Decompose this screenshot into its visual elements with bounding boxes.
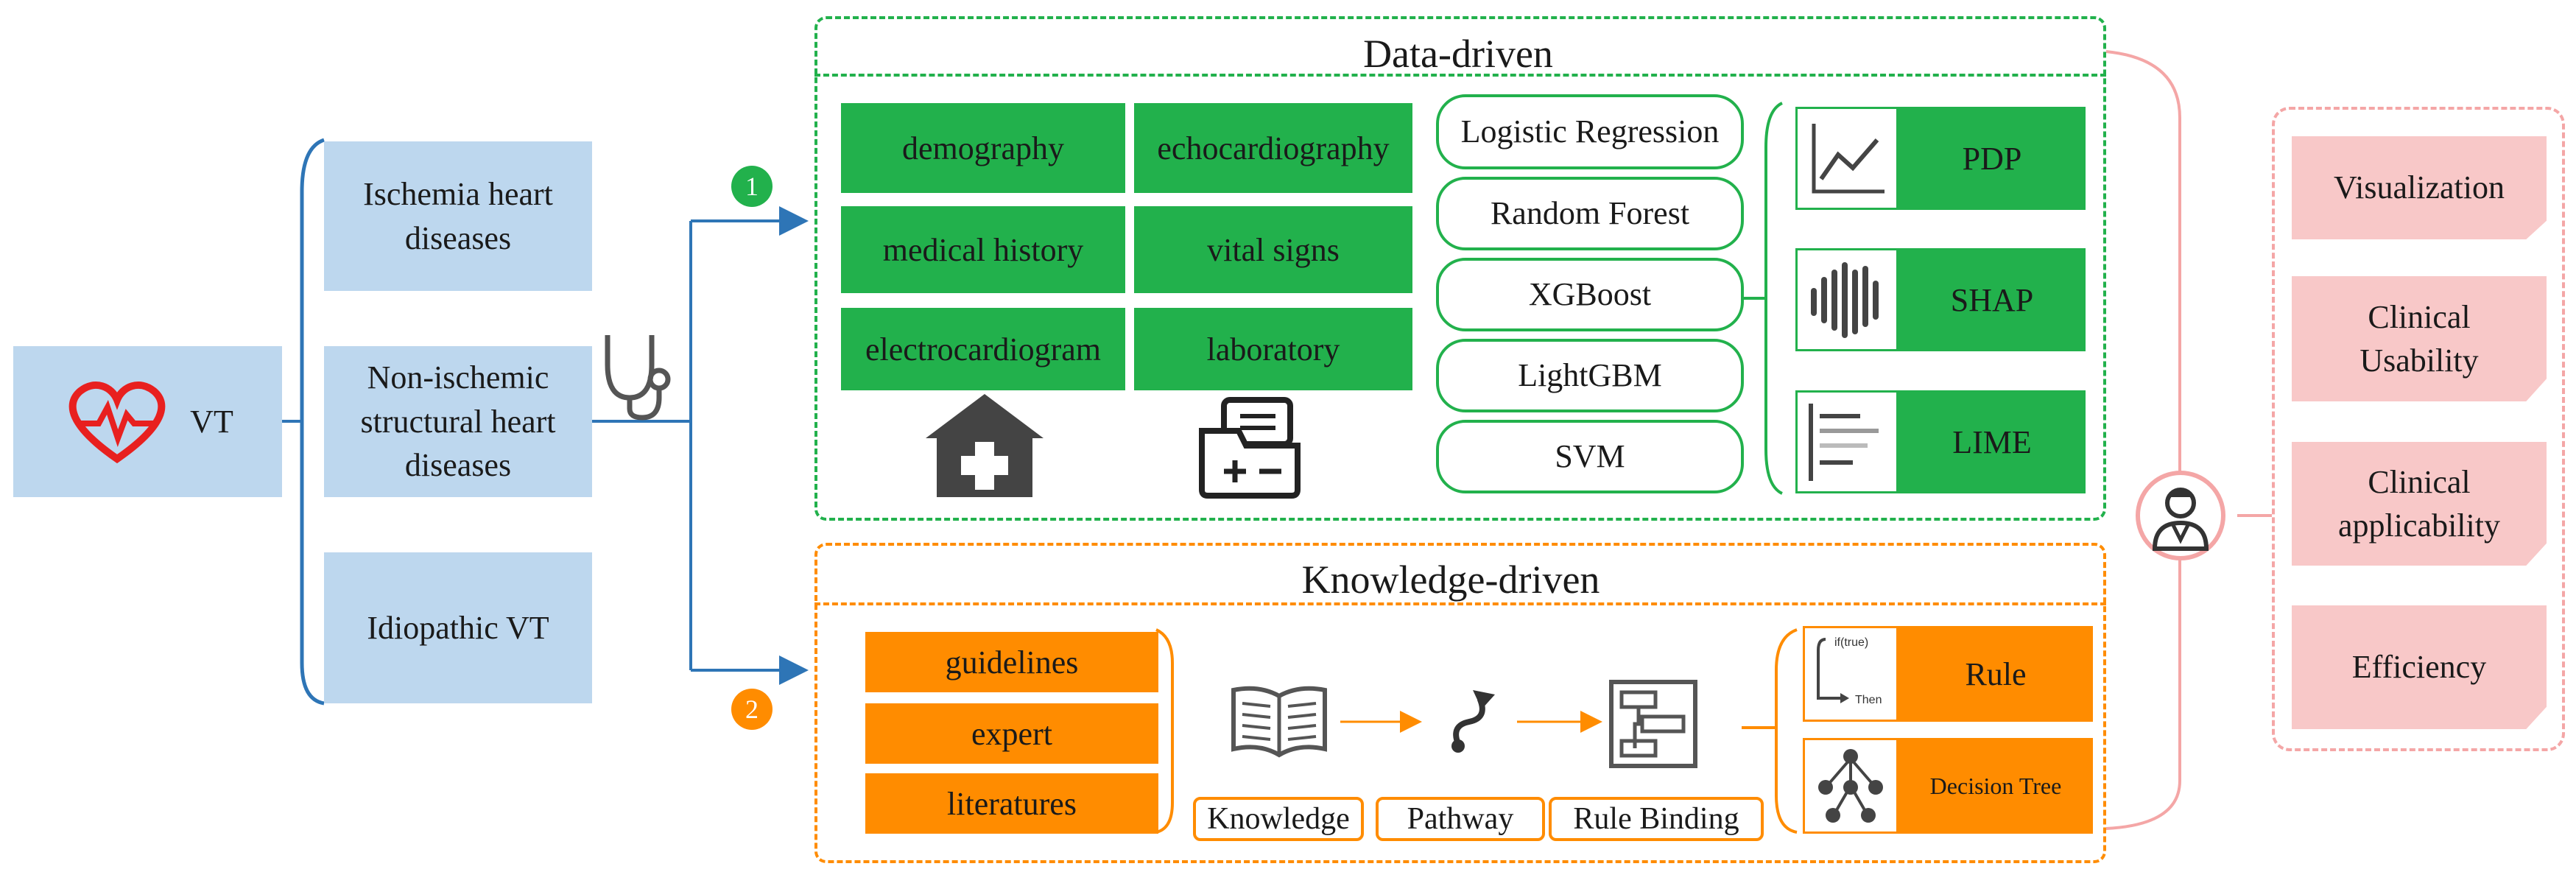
category-label: Idiopathic VT [367, 609, 549, 646]
knowledge-driven-title: Knowledge-driven [1222, 554, 1679, 605]
eval-visualization: Visualization [2292, 136, 2547, 239]
feature-medical-history: medical history [841, 206, 1125, 293]
vt-box: VT [13, 346, 282, 497]
evaluation-panel [2272, 107, 2565, 751]
eval-clinical-usability: Clinical Usability [2292, 276, 2547, 401]
output-decision-tree: Decision Tree [1898, 738, 2093, 834]
doctor-icon [2136, 471, 2225, 560]
model-logistic-regression: Logistic Regression [1436, 94, 1744, 169]
feature-laboratory: laboratory [1134, 308, 1412, 390]
eval-efficiency: Efficiency [2292, 605, 2547, 729]
if-true-text: if(true) [1834, 636, 1868, 649]
shap-beeswarm-icon [1795, 248, 1898, 351]
category-label: Ischemia heart diseases [363, 176, 553, 256]
feature-demography: demography [841, 103, 1125, 193]
model-xgboost: XGBoost [1436, 258, 1744, 331]
stethoscope-icon [605, 335, 671, 421]
source-expert: expert [865, 703, 1158, 764]
rule-binding-icon [1609, 680, 1697, 768]
knowledge-driven-divider [814, 602, 2106, 863]
step-rule-binding: Rule Binding [1549, 797, 1764, 841]
category-ischemia: Ischemia heart diseases [324, 141, 592, 291]
eval-label: Clinical Usability [2359, 298, 2479, 379]
category-idiopathic: Idiopathic VT [324, 552, 592, 703]
doctor-avatar [2124, 471, 2237, 560]
eval-label: Clinical applicability [2338, 463, 2500, 544]
heart-pulse-icon [68, 381, 166, 463]
source-literatures: literatures [865, 773, 1158, 834]
xai-lime: LIME [1898, 390, 2086, 493]
if-then-icon: if(true) Then [1803, 626, 1898, 722]
decision-tree-icon [1803, 738, 1898, 834]
open-book-icon [1231, 686, 1327, 758]
data-driven-title: Data-driven [1252, 28, 1664, 80]
hospital-icon [926, 394, 1044, 497]
branch-number-2: 2 [731, 689, 773, 730]
xai-shap: SHAP [1898, 248, 2086, 351]
vt-label: VT [190, 403, 233, 440]
medical-folder-icon [1199, 397, 1301, 499]
feature-echocardiography: echocardiography [1134, 103, 1412, 193]
category-label: Non-ischemic structural heart diseases [360, 359, 556, 484]
lime-bars-icon [1795, 390, 1898, 493]
knowledge-driven-panel [814, 543, 2106, 863]
data-driven-divider [814, 74, 2106, 521]
model-svm: SVM [1436, 420, 1744, 493]
step-pathway: Pathway [1376, 797, 1545, 841]
category-non-ischemic: Non-ischemic structural heart diseases [324, 346, 592, 497]
xai-pdp: PDP [1898, 107, 2086, 210]
output-rule: Rule [1898, 626, 2093, 722]
branch-number-1: 1 [731, 166, 773, 207]
feature-vital-signs: vital signs [1134, 206, 1412, 293]
model-random-forest: Random Forest [1436, 177, 1744, 250]
data-driven-panel [814, 16, 2106, 521]
step-knowledge: Knowledge [1193, 797, 1364, 841]
source-guidelines: guidelines [865, 632, 1158, 692]
eval-clinical-applicability: Clinical applicability [2292, 442, 2547, 566]
feature-electrocardiogram: electrocardiogram [841, 308, 1125, 390]
then-text: Then [1855, 694, 1882, 706]
pathway-icon [1451, 690, 1495, 753]
pdp-chart-icon [1795, 107, 1898, 210]
model-lightgbm: LightGBM [1436, 339, 1744, 412]
